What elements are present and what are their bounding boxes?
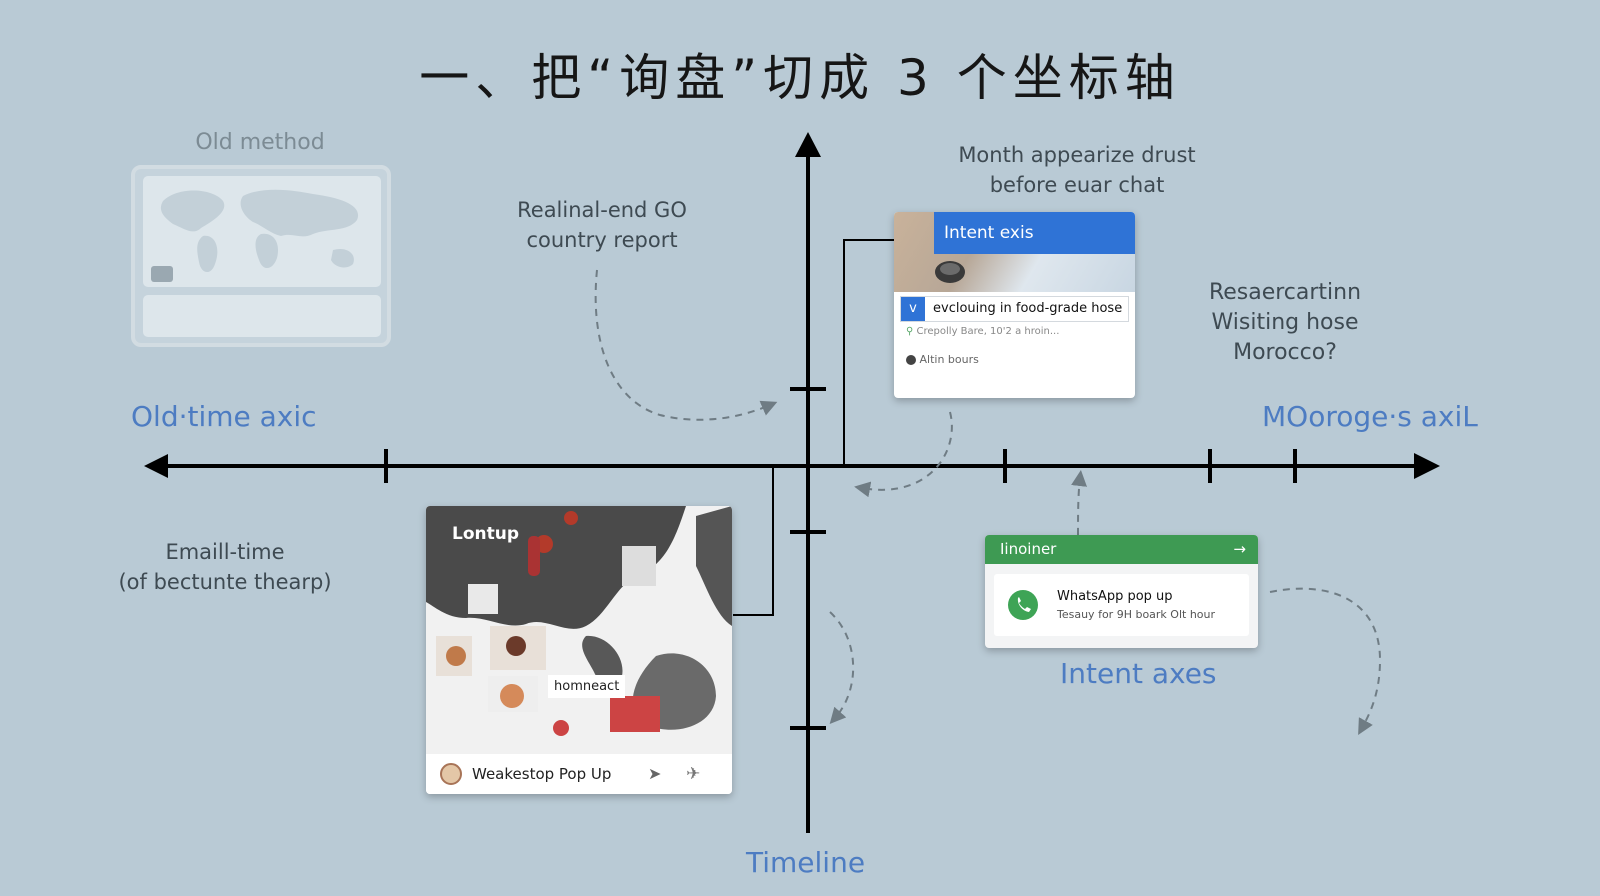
map-card-connector: [733, 466, 774, 616]
dashed-arrow: [1269, 587, 1382, 735]
coffee-cup-icon: [935, 261, 965, 283]
intent-hours-row: Altin bours: [906, 353, 979, 366]
timeline-axis-label: Timeline: [746, 846, 866, 879]
email-time-line1: Emaill-time: [165, 540, 285, 564]
old-method-label: Old method: [195, 130, 325, 155]
month-note-line2: before euar chat: [989, 173, 1165, 197]
check-icon: v: [901, 297, 925, 321]
intent-card-header: Intent exis: [934, 212, 1135, 254]
intent-card-connector: [843, 239, 895, 466]
gdp-report-note: Realinal-end GO country report: [480, 195, 724, 255]
whatsapp-card-header: Iinoiner →: [985, 535, 1258, 564]
intent-axis-label: Intent axes: [1060, 657, 1217, 690]
world-map-icon: [151, 189, 359, 282]
month-note-line1: Month appearize drust: [958, 143, 1196, 167]
email-time-note: Emaill-time (of bectunte thearp): [100, 537, 350, 597]
gdp-report-line1: Realinal-end GO: [517, 198, 687, 222]
month-before-chat-note: Month appearize drust before euar chat: [922, 140, 1232, 200]
intent-subrow: ⚲ Crepolly Bare, 10'2 a hroin...: [906, 326, 1059, 337]
compass-icon[interactable]: ✈: [686, 764, 701, 784]
search-icon: ⚲: [906, 326, 917, 337]
whatsapp-subtitle: Tesauy for 9H boark Olt hour: [1057, 608, 1216, 621]
map-footer-text: Weakestop Pop Up: [472, 765, 612, 783]
whatsapp-notification[interactable]: WhatsApp pop up Tesauy for 9H boark Olt …: [994, 574, 1249, 636]
page-title: 一、把“询盘”切成 3 个坐标轴: [419, 49, 1181, 107]
researching-line1: Resaercartinn: [1208, 280, 1362, 305]
asia-map: Lontup homneact: [426, 506, 732, 754]
moroges-axis-label: MOoroge·s axiL: [1262, 400, 1478, 433]
old-method-lower-pane: [143, 295, 381, 337]
whatsapp-title: WhatsApp pop up: [1057, 589, 1173, 604]
intent-search-row[interactable]: v evclouing in food-grade hose: [900, 296, 1129, 322]
intent-card[interactable]: Intent exis v evclouing in food-grade ho…: [894, 212, 1135, 398]
dashed-arrow: [854, 411, 953, 498]
horizontal-axis-right-arrow: [1414, 453, 1440, 479]
vertical-axis-arrow: [795, 132, 821, 157]
horizontal-axis-left-arrow: [144, 454, 168, 478]
dashed-arrow: [594, 269, 778, 421]
dashed-arrow: [1071, 470, 1088, 536]
email-time-line2: (of bectunte thearp): [118, 570, 332, 594]
gdp-report-line2: country report: [526, 228, 678, 252]
old-method-screen: [131, 165, 391, 347]
send-icon[interactable]: ➤: [648, 764, 662, 783]
avatar: [440, 763, 462, 785]
map-callout: homneact: [548, 675, 626, 698]
intent-search-text: evclouing in food-grade hose: [933, 301, 1123, 316]
intent-subrow-text: Crepolly Bare, 10'2 a hroin...: [916, 326, 1060, 337]
whatsapp-header-text: Iinoiner: [1000, 540, 1057, 558]
phone-icon: [1008, 590, 1038, 620]
intent-hours-text: Altin bours: [919, 353, 979, 366]
map-card-footer[interactable]: Weakestop Pop Up ➤ ✈: [426, 754, 732, 794]
researching-line3: Morocco?: [1233, 340, 1337, 365]
whatsapp-card[interactable]: Iinoiner → WhatsApp pop up Tesauy for 9H…: [985, 535, 1258, 648]
researching-note: Resaercartinn Wisiting hose Morocco?: [1160, 278, 1410, 368]
arrow-right-icon[interactable]: →: [1233, 540, 1246, 558]
dashed-arrow: [829, 611, 855, 724]
world-map-pane: [143, 176, 381, 287]
researching-line2: Wisiting hose: [1211, 310, 1359, 335]
old-time-axis-label: Old·time axic: [131, 400, 317, 433]
asia-map-illustration: [426, 506, 732, 736]
map-card[interactable]: Lontup homneact Weakestop Pop Up ➤ ✈: [426, 506, 732, 794]
map-card-label: Lontup: [452, 524, 520, 544]
avatar: [906, 355, 916, 365]
